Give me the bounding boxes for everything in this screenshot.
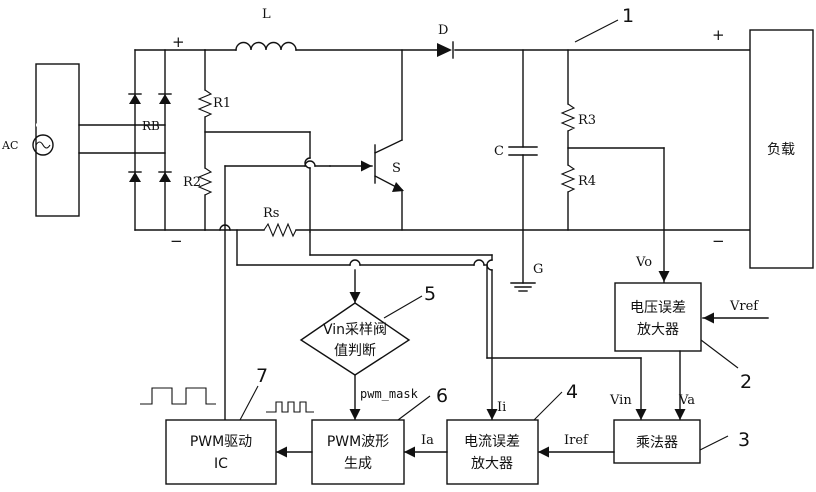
r1-label: R1	[213, 96, 231, 111]
vin-label: Vin	[609, 393, 632, 408]
diode-label: D	[438, 23, 448, 38]
iref-label: Iref	[564, 433, 589, 448]
diode-d	[437, 42, 453, 58]
ac-source	[33, 64, 135, 216]
pwm-large-waveform	[140, 388, 216, 404]
bridge-plus: +	[172, 33, 185, 51]
vin-judge-line1: Vin采样阀	[323, 322, 387, 338]
vin-judge-diamond	[301, 303, 409, 375]
current-amp-line2: 放大器	[471, 456, 513, 472]
bottom-rail	[205, 224, 750, 236]
pwm-generator	[312, 420, 404, 484]
switch-s	[375, 50, 404, 230]
pwm-gen-line2: 生成	[344, 456, 372, 472]
callout-5-leader	[384, 296, 422, 318]
r3-r4-divider	[562, 50, 664, 282]
voltage-error-amp	[615, 283, 701, 351]
pwm-gen-line1: PWM波形	[327, 434, 389, 450]
callout-6: 6	[436, 385, 448, 407]
callout-1: 1	[622, 5, 634, 27]
callout-3: 3	[738, 429, 750, 451]
capacitor-c	[509, 50, 537, 291]
callout-5: 5	[424, 283, 436, 305]
inductor-label: L	[262, 7, 271, 22]
callout-2-leader	[701, 340, 738, 368]
current-error-amp	[447, 420, 538, 484]
voltage-amp-line1: 电压误差	[630, 300, 686, 316]
ia-label: Ia	[421, 433, 434, 448]
pwm-small-waveform	[266, 402, 314, 412]
vo-label: Vo	[635, 255, 652, 270]
voltage-amp-line2: 放大器	[637, 322, 679, 338]
ii-label: Ii	[497, 400, 506, 415]
rb-label: RB	[142, 119, 160, 133]
switch-label: S	[392, 161, 401, 176]
r2-label: R2	[183, 175, 201, 190]
callout-7-leader	[240, 386, 258, 420]
rectifier-bridge	[129, 50, 205, 230]
pwm-driver-line1: PWM驱动	[190, 434, 252, 450]
ac-label: AC	[1, 139, 18, 152]
r4-label: R4	[578, 174, 596, 189]
pwm-driver-ic	[166, 420, 276, 484]
callout-4-leader	[534, 392, 562, 420]
callout-2: 2	[740, 371, 752, 393]
callout-7: 7	[256, 365, 268, 387]
callout-4: 4	[566, 381, 578, 403]
rs-label: Rs	[263, 206, 279, 221]
multiplier-label: 乘法器	[636, 435, 678, 451]
va-label: Va	[678, 393, 695, 408]
r1-r2-divider	[199, 50, 310, 232]
bridge-minus: −	[170, 232, 183, 250]
vin-judge-line2: 值判断	[334, 343, 376, 359]
load-label: 负载	[767, 142, 795, 158]
capacitor-label: C	[494, 144, 504, 159]
top-rail	[205, 43, 750, 50]
output-plus: +	[712, 26, 725, 44]
current-amp-line1: 电流误差	[464, 434, 520, 450]
output-minus: −	[712, 232, 725, 250]
pwm-driver-line2: IC	[214, 456, 228, 472]
callout-1-leader	[575, 20, 618, 42]
ground-label: G	[533, 262, 543, 277]
pwm-mask-label: pwm_mask	[360, 387, 419, 401]
gate-drive-wire	[225, 161, 372, 425]
vref-label: Vref	[729, 299, 759, 314]
callout-3-leader	[700, 436, 728, 450]
r3-label: R3	[578, 113, 596, 128]
